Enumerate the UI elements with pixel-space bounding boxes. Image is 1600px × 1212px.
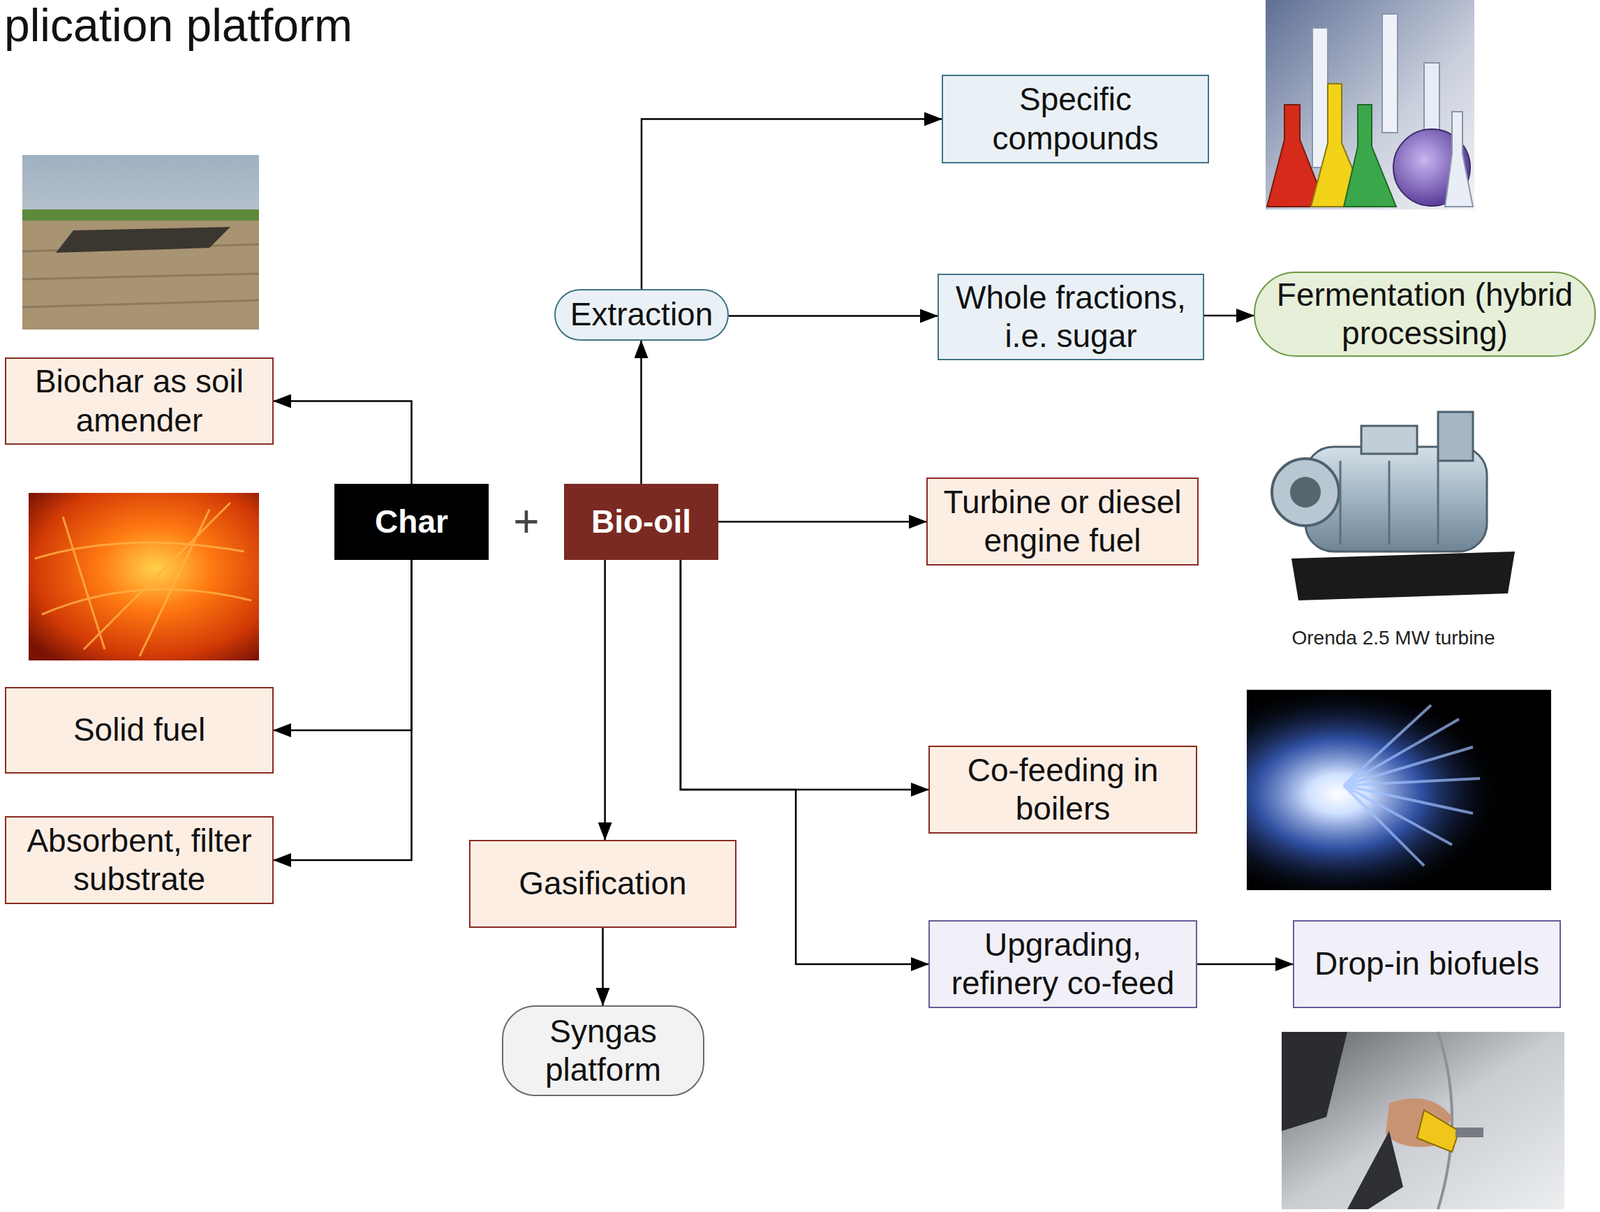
connector-arrow (728, 314, 938, 317)
node-text: Solid fuel (73, 710, 206, 750)
node-text: Syngas platform (510, 1012, 696, 1090)
process-pill: Fermentation (hybrid processing) (1253, 271, 1596, 357)
flame-photo (1246, 689, 1552, 891)
process-box: Specific compounds (941, 74, 1210, 164)
fuel-pump-photo (1281, 1031, 1565, 1210)
connector-arrow (1204, 314, 1254, 317)
glassware-photo (1265, 0, 1475, 210)
node-text: Absorbent, filter substrate (13, 821, 266, 899)
turbine-photo (1271, 411, 1515, 601)
connector-arrow (640, 340, 643, 484)
process-pill: Extraction (554, 289, 729, 341)
platform-pill: Syngas platform (501, 1005, 705, 1096)
process-box: Upgrading, refinery co-feed (928, 920, 1198, 1009)
connector-arrow (273, 559, 412, 861)
product-box: Solid fuel (4, 686, 274, 774)
node-text: Whole fractions, i.e. sugar (945, 278, 1196, 356)
source-box: Char (334, 483, 489, 560)
connector-arrow (273, 401, 412, 485)
product-box: Absorbent, filter substrate (4, 816, 274, 905)
node-text: Drop-in biofuels (1314, 944, 1540, 983)
connector-arrow (601, 927, 604, 1006)
source-box: Bio-oil (564, 483, 719, 560)
connector-arrow (603, 559, 606, 840)
node-text: Specific compounds (950, 80, 1201, 158)
product-box: Turbine or diesel engine fuel (926, 477, 1199, 566)
product-box: Co-feeding in boilers (928, 745, 1198, 834)
connector-arrow (641, 119, 942, 290)
field-photo (22, 154, 259, 330)
node-text: Fermentation (hybrid processing) (1262, 275, 1588, 353)
node-text: Gasification (518, 864, 687, 903)
fire-photo (28, 492, 259, 661)
node-text: Extraction (570, 295, 714, 334)
node-text: Char (374, 502, 449, 542)
node-text: Co-feeding in boilers (936, 751, 1189, 828)
connector-arrow (273, 559, 412, 731)
node-text: Bio-oil (591, 502, 692, 542)
connector-arrow (680, 559, 929, 790)
title: plication platform (4, 0, 353, 51)
node-text: Upgrading, refinery co-feed (936, 925, 1189, 1003)
node-text: Turbine or diesel engine fuel (934, 483, 1191, 560)
node-text: Biochar as soil amender (13, 362, 266, 440)
photo-caption: Orenda 2.5 MW turbine (1274, 626, 1513, 650)
connector-arrow (1197, 963, 1293, 966)
process-box: Gasification (469, 839, 737, 928)
process-box: Whole fractions, i.e. sugar (937, 273, 1205, 361)
plus-sign: + (505, 495, 548, 548)
product-box: Biochar as soil amender (4, 357, 274, 445)
product-box: Drop-in biofuels (1292, 920, 1561, 1009)
connector-arrow (718, 520, 927, 523)
